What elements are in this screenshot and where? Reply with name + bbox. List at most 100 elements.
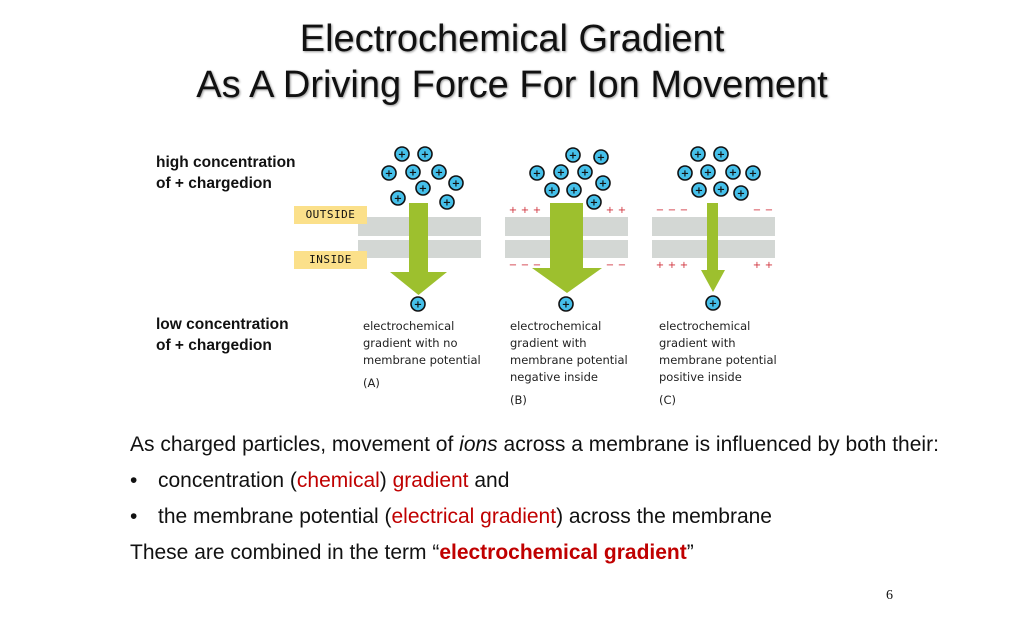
ion-icon [690, 146, 706, 162]
plus-sign: + [557, 168, 565, 179]
ion-icon [390, 190, 406, 206]
ion-icon [586, 194, 602, 210]
charge-sign: + [606, 205, 614, 216]
plus-sign: + [599, 179, 607, 190]
charge-sign: − [509, 260, 517, 271]
plus-sign: + [581, 168, 589, 179]
b1-text: concentration ( [158, 469, 297, 492]
caption-a: electrochemical gradient with no membran… [363, 318, 481, 392]
plus-sign: + [737, 189, 745, 200]
plus-sign: + [562, 300, 570, 311]
ion-icon [381, 165, 397, 181]
ion-icon [745, 165, 761, 181]
plus-sign: + [421, 150, 429, 161]
b2-text2: ) across the membrane [556, 505, 772, 528]
caption-b: electrochemical gradient with membrane p… [510, 318, 628, 409]
charge-sign: + [521, 205, 529, 216]
outside-label: OUTSIDE [294, 206, 367, 224]
plus-sign: + [570, 186, 578, 197]
title-line-2: As A Driving Force For Ion Movement [196, 64, 828, 106]
ion-icon [691, 182, 707, 198]
intro-text-end: across a membrane is influenced by both … [497, 433, 939, 456]
ion-icon [733, 185, 749, 201]
plus-sign: + [709, 299, 717, 310]
low-label-line2: of + chargedion [156, 337, 272, 354]
ion-icon [439, 194, 455, 210]
ion-icon [677, 165, 693, 181]
plus-sign: + [694, 150, 702, 161]
end-text: These are combined in the term “ [130, 541, 440, 564]
charge-sign: + [753, 260, 761, 271]
caption-c-tag: (C) [659, 393, 677, 407]
plus-sign: + [533, 169, 541, 180]
charge-sign: − [668, 205, 676, 216]
plus-sign: + [597, 153, 605, 164]
inside-label: INSIDE [294, 251, 367, 269]
bullet-1: concentration (chemical) gradient and [130, 468, 950, 494]
charge-sign: − [656, 205, 664, 216]
charge-sign: + [509, 205, 517, 216]
caption-a-text: electrochemical gradient with no membran… [363, 319, 481, 367]
b1-text3: and [468, 469, 510, 492]
charge-sign: − [618, 260, 626, 271]
plus-sign: + [569, 151, 577, 162]
high-label-line2: of + chargedion [156, 175, 272, 192]
charge-sign: − [521, 260, 529, 271]
gradient-arrow [701, 203, 725, 292]
high-concentration-label: high concentration of + chargedion [156, 152, 296, 194]
charge-sign: − [765, 205, 773, 216]
ion-icon [529, 165, 545, 181]
slide-body: As charged particles, movement of ions a… [130, 432, 950, 566]
ion-icon [394, 146, 410, 162]
title-line-1: Electrochemical Gradient [299, 18, 725, 60]
b1-text2: ) [379, 469, 393, 492]
caption-c: electrochemical gradient with membrane p… [659, 318, 777, 409]
plus-sign: + [548, 186, 556, 197]
gradient-arrow [532, 203, 602, 293]
plus-sign: + [452, 179, 460, 190]
plus-sign: + [398, 150, 406, 161]
plus-sign: + [717, 185, 725, 196]
charge-sign: + [680, 260, 688, 271]
bullet-2: the membrane potential (electrical gradi… [130, 504, 950, 530]
end-text2: ” [686, 541, 694, 564]
charge-sign: + [533, 205, 541, 216]
ion-icon [705, 295, 721, 311]
ion-icon [713, 181, 729, 197]
b1-red: chemical [296, 469, 380, 492]
plus-sign: + [749, 169, 757, 180]
intro-text: As charged particles, movement of [130, 433, 460, 456]
b1-red2: gradient [392, 469, 469, 492]
ion-icon [565, 147, 581, 163]
plus-sign: + [394, 194, 402, 205]
ion-icon [410, 296, 426, 312]
ion-icon [713, 146, 729, 162]
caption-c-text: electrochemical gradient with membrane p… [659, 319, 777, 384]
charge-sign: − [680, 205, 688, 216]
b2-red: electrical gradient [391, 505, 557, 528]
plus-sign: + [729, 168, 737, 179]
plus-sign: + [443, 198, 451, 209]
low-concentration-label: low concentration of + chargedion [156, 314, 289, 356]
ion-icon [725, 164, 741, 180]
charge-sign: − [533, 260, 541, 271]
slide-title: Electrochemical Gradient As A Driving Fo… [0, 16, 1024, 108]
end-red: electrochemical gradient [439, 541, 687, 564]
ion-icon [577, 164, 593, 180]
charge-sign: − [606, 260, 614, 271]
intro-emphasis: ions [459, 433, 498, 456]
page-number: 6 [886, 588, 893, 603]
gradient-arrow [390, 203, 447, 295]
caption-b-text: electrochemical gradient with membrane p… [510, 319, 628, 384]
plus-sign: + [717, 150, 725, 161]
ion-icon [553, 164, 569, 180]
intro-paragraph: As charged particles, movement of ions a… [130, 432, 950, 458]
plus-sign: + [681, 169, 689, 180]
ion-icon [448, 175, 464, 191]
charge-sign: + [765, 260, 773, 271]
high-label-line1: high concentration [156, 154, 296, 171]
ion-icon [417, 146, 433, 162]
caption-b-tag: (B) [510, 393, 527, 407]
charge-sign: + [656, 260, 664, 271]
